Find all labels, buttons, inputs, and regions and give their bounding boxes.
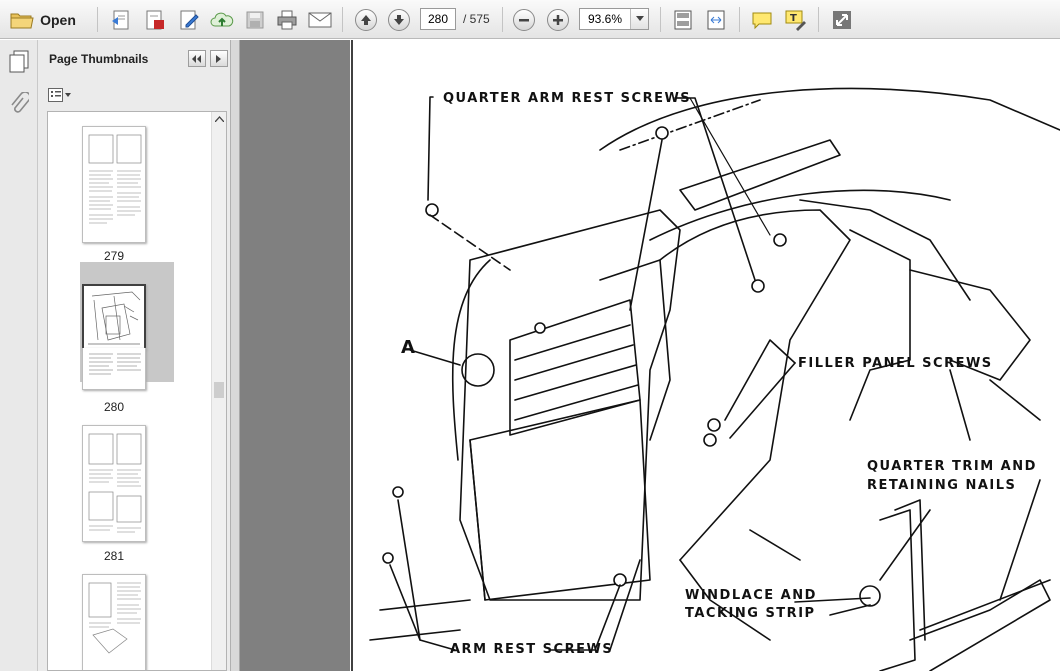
thumbnail-label: 280 bbox=[103, 400, 125, 414]
chevron-right-icon bbox=[216, 54, 221, 63]
pdf-file-icon bbox=[146, 10, 164, 29]
separator bbox=[660, 7, 661, 32]
full-screen-icon bbox=[833, 10, 851, 29]
separator bbox=[818, 7, 819, 32]
folder-icon bbox=[10, 13, 34, 28]
panel-splitter[interactable] bbox=[231, 40, 240, 671]
scroll-up-icon[interactable] bbox=[215, 116, 224, 122]
page-thumbnails-tab[interactable] bbox=[8, 50, 30, 77]
label-windlace-line2: TACKING STRIP bbox=[685, 606, 816, 621]
label-arm-rest-screws: ARM REST SCREWS bbox=[450, 642, 613, 657]
document-page: QUARTER ARM REST SCREWS FILLER PANEL SCR… bbox=[350, 39, 1060, 671]
thumbnail-282[interactable] bbox=[82, 574, 146, 670]
pages-icon bbox=[9, 50, 29, 73]
zoom-out-button[interactable] bbox=[512, 7, 536, 32]
label-windlace-line1: WINDLACE AND bbox=[685, 588, 817, 603]
create-pdf-icon bbox=[112, 10, 129, 29]
expand-icon bbox=[707, 10, 725, 29]
highlight-button[interactable]: T bbox=[782, 7, 808, 32]
print-button[interactable] bbox=[274, 7, 300, 32]
attachments-tab[interactable] bbox=[9, 91, 31, 119]
export-pdf-button[interactable] bbox=[142, 7, 168, 32]
document-viewer: QUARTER ARM REST SCREWS FILLER PANEL SCR… bbox=[240, 39, 1060, 671]
edit-button[interactable] bbox=[176, 7, 202, 32]
envelope-icon bbox=[308, 12, 332, 27]
collapse-panel-button[interactable] bbox=[188, 50, 206, 67]
save-icon bbox=[246, 11, 264, 28]
separator bbox=[342, 7, 343, 32]
arrow-down-icon bbox=[394, 14, 404, 25]
create-pdf-button[interactable] bbox=[108, 7, 134, 32]
previous-page-button[interactable] bbox=[354, 7, 378, 32]
label-filler-panel-screws: FILLER PANEL SCREWS bbox=[798, 356, 993, 371]
fit-page-button[interactable] bbox=[670, 7, 696, 32]
svg-text:T: T bbox=[790, 13, 797, 24]
technical-illustration: QUARTER ARM REST SCREWS FILLER PANEL SCR… bbox=[351, 39, 1060, 671]
highlight-icon: T bbox=[785, 10, 806, 31]
thumbnail-280-lower bbox=[82, 348, 146, 390]
printer-icon bbox=[277, 10, 297, 29]
zoom-in-button[interactable] bbox=[546, 7, 570, 32]
page-total: / 575 bbox=[463, 12, 490, 26]
label-callout-a: A bbox=[401, 337, 416, 358]
panel-title: Page Thumbnails bbox=[49, 52, 149, 66]
paperclip-icon bbox=[11, 91, 31, 113]
thumbnail-options-button[interactable] bbox=[48, 86, 72, 104]
thumbnail-279[interactable] bbox=[82, 126, 146, 243]
email-button[interactable] bbox=[306, 7, 334, 32]
arrow-up-icon bbox=[361, 14, 371, 25]
thumbnail-label: 281 bbox=[103, 549, 125, 563]
zoom-input[interactable] bbox=[580, 9, 630, 29]
options-list-icon bbox=[48, 88, 71, 102]
expand-panel-button[interactable] bbox=[210, 50, 228, 67]
page-number-input[interactable] bbox=[420, 8, 456, 30]
thumbnail-281[interactable] bbox=[82, 425, 146, 542]
thumbnails-panel: Page Thumbnails 279 bbox=[38, 40, 231, 671]
scrollbar-thumb[interactable] bbox=[214, 382, 224, 398]
chevron-down-icon bbox=[635, 16, 644, 21]
label-quarter-trim-line1: QUARTER TRIM AND bbox=[867, 459, 1037, 474]
open-label: Open bbox=[40, 11, 76, 28]
minus-icon bbox=[519, 18, 529, 21]
main-toolbar: Open / 575 bbox=[0, 0, 1060, 39]
next-page-button[interactable] bbox=[387, 7, 411, 32]
speech-bubble-icon bbox=[752, 12, 772, 29]
page-preview bbox=[88, 582, 141, 654]
page-text-preview bbox=[89, 353, 141, 375]
upload-button[interactable] bbox=[208, 7, 236, 32]
label-quarter-trim-line2: RETAINING NAILS bbox=[867, 478, 1016, 493]
page-preview bbox=[88, 433, 142, 533]
navigation-rail bbox=[0, 40, 38, 671]
comment-button[interactable] bbox=[749, 7, 775, 32]
thumbnail-280[interactable] bbox=[82, 284, 146, 350]
double-chevron-left-icon bbox=[192, 54, 201, 63]
cloud-upload-icon bbox=[210, 12, 234, 26]
zoom-dropdown-toggle[interactable] bbox=[630, 9, 648, 29]
thumbnail-scrollbar[interactable] bbox=[211, 112, 226, 670]
thumbnail-label: 279 bbox=[103, 249, 125, 263]
separator bbox=[739, 7, 740, 32]
open-button[interactable]: Open bbox=[6, 7, 80, 32]
full-screen-button[interactable] bbox=[829, 7, 855, 32]
separator bbox=[502, 7, 503, 32]
zoom-select[interactable] bbox=[579, 8, 649, 30]
label-quarter-arm-rest-screws: QUARTER ARM REST SCREWS bbox=[443, 91, 691, 106]
page-preview bbox=[88, 134, 142, 224]
page-preview bbox=[88, 291, 141, 345]
edit-document-icon bbox=[180, 10, 199, 29]
thumbnail-list: 279 280 bbox=[47, 111, 227, 671]
save-button[interactable] bbox=[242, 7, 268, 32]
plus-icon bbox=[553, 14, 563, 25]
separator bbox=[97, 7, 98, 32]
fit-width-button[interactable] bbox=[703, 7, 729, 32]
fit-page-icon bbox=[674, 10, 692, 29]
